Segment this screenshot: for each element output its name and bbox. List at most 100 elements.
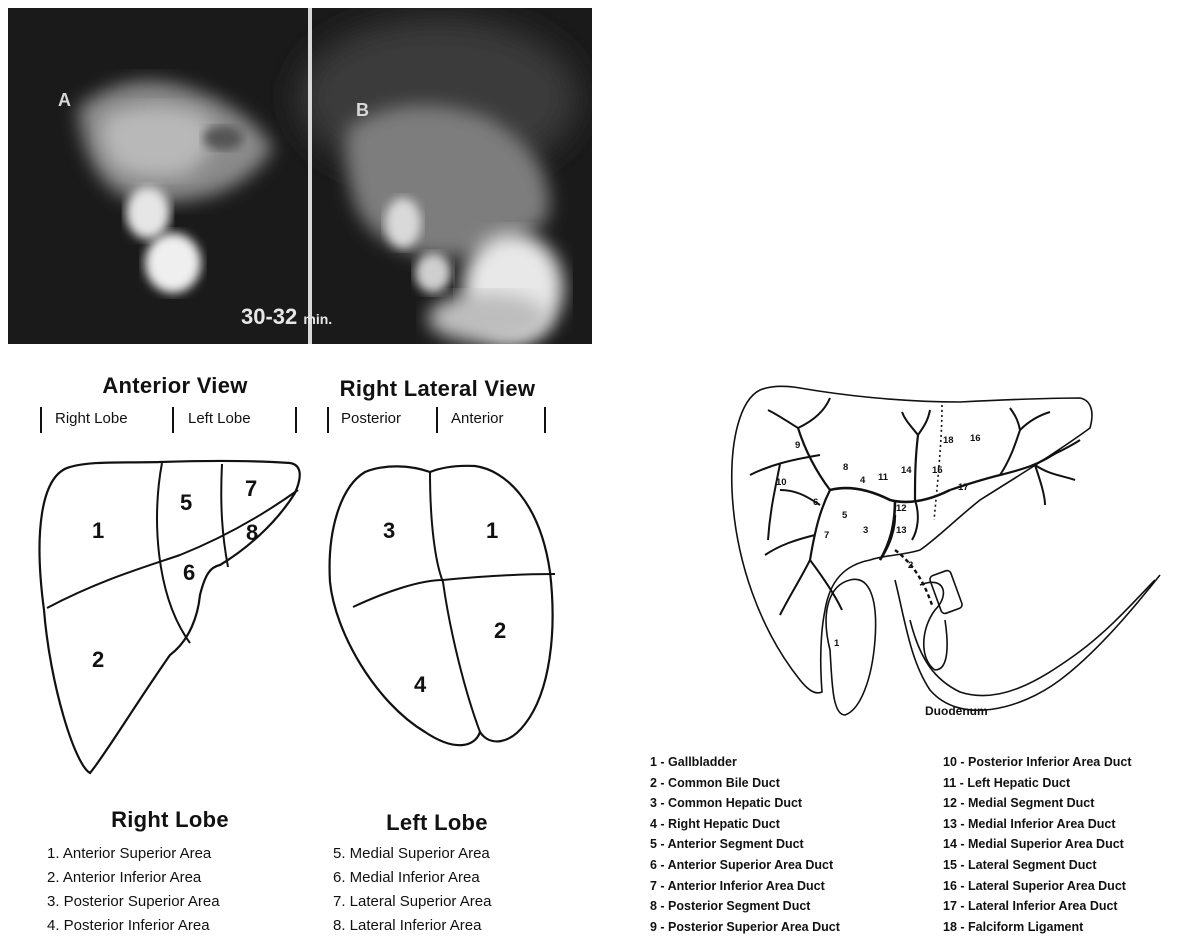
anterior-lobe-labels: Right Lobe Left Lobe [38, 407, 303, 435]
duct-number: 17 [958, 482, 969, 493]
duct-number: 7 [824, 530, 829, 541]
list-item: 3. Posterior Superior Area [47, 890, 220, 914]
time-unit: min. [303, 311, 332, 327]
duct-legend-col-1: 1 - Gallbladder 2 - Common Bile Duct 3 -… [650, 752, 840, 937]
list-item: 17 - Lateral Inferior Area Duct [943, 896, 1131, 917]
list-item: 13 - Medial Inferior Area Duct [943, 814, 1131, 835]
duodenum-label: Duodenum [925, 704, 988, 718]
scintigraphy-image: A B 30-32 min. [8, 8, 592, 344]
list-item: 14 - Medial Superior Area Duct [943, 834, 1131, 855]
duct-number: 8 [843, 462, 848, 473]
panel-b-label: B [356, 100, 369, 121]
list-item: 5. Medial Superior Area [333, 842, 491, 866]
right-lobe-list: 1. Anterior Superior Area 2. Anterior In… [47, 842, 220, 938]
lateral-outline [330, 466, 553, 745]
time-label: 30-32 min. [241, 304, 332, 330]
duct-branch [1010, 408, 1020, 430]
list-item: 1. Anterior Superior Area [47, 842, 220, 866]
lateral-view-title: Right Lateral View [325, 376, 550, 402]
region-7-label: 7 [245, 476, 257, 502]
duct-legend-col-2: 10 - Posterior Inferior Area Duct 11 - L… [943, 752, 1131, 937]
lateral-region-2-label: 2 [494, 618, 506, 644]
duct-branch [1020, 412, 1050, 430]
hepatic-duct-trunk [830, 488, 950, 502]
list-item: 7. Lateral Superior Area [333, 890, 491, 914]
left-lobe-list: 5. Medial Superior Area 6. Medial Inferi… [333, 842, 491, 938]
region-1-label: 1 [92, 518, 104, 544]
anterior-left-lobe-divider [221, 464, 228, 567]
list-item: 5 - Anterior Segment Duct [650, 834, 840, 855]
list-item: 4. Posterior Inferior Area [47, 914, 220, 938]
duct-number: 12 [896, 503, 907, 514]
panel-a-liver [78, 81, 273, 293]
lateral-vertical-divider [430, 472, 480, 732]
list-item: 12 - Medial Segment Duct [943, 793, 1131, 814]
duct-number: 11 [878, 472, 888, 483]
duct-branch [765, 535, 815, 555]
scan-blobs [8, 8, 592, 344]
common-bile-duct-distal [895, 550, 932, 605]
anterior-left-lobe-label: Left Lobe [188, 410, 251, 427]
region-6-label: 6 [183, 560, 195, 586]
anterior-liver-diagram [30, 455, 320, 790]
biliary-duct-diagram [720, 380, 1190, 730]
duct-number: 5 [842, 510, 847, 521]
duct-branch [912, 500, 918, 540]
lateral-posterior-label: Posterior [341, 410, 401, 427]
duct-branch [780, 560, 810, 615]
list-item: 15 - Lateral Segment Duct [943, 855, 1131, 876]
duct-number: 15 [932, 465, 943, 476]
duct-branch [902, 412, 918, 435]
anterior-right-lobe-label: Right Lobe [55, 410, 128, 427]
duct-branch [1035, 465, 1075, 480]
lateral-liver-diagram [325, 462, 565, 757]
duct-number: 16 [970, 433, 981, 444]
lateral-region-4-label: 4 [414, 672, 426, 698]
list-item: 16 - Lateral Superior Area Duct [943, 876, 1131, 897]
lateral-region-3-label: 3 [383, 518, 395, 544]
lateral-anterior-label: Anterior [451, 410, 504, 427]
duct-number: 4 [860, 475, 865, 486]
region-5-label: 5 [180, 490, 192, 516]
duct-number: 6 [813, 497, 818, 508]
list-item: 18 - Falciform Ligament [943, 917, 1131, 938]
duct-branch [798, 398, 830, 428]
list-item: 6 - Anterior Superior Area Duct [650, 855, 840, 876]
list-item: 6. Medial Inferior Area [333, 866, 491, 890]
list-item: 10 - Posterior Inferior Area Duct [943, 752, 1131, 773]
duct-number: 14 [901, 465, 912, 476]
common-hepatic-duct [880, 500, 895, 560]
anterior-outline [40, 461, 300, 773]
duct-branch [768, 410, 798, 428]
anterior-view-title: Anterior View [80, 373, 270, 399]
duct-number: 3 [863, 525, 868, 536]
duct-number: 13 [896, 525, 907, 536]
duct-branch [918, 410, 930, 435]
region-2-label: 2 [92, 647, 104, 673]
left-lobe-title: Left Lobe [342, 810, 532, 836]
duct-branch [768, 464, 780, 540]
anterior-transverse-line [47, 490, 298, 608]
duct-branch [1035, 440, 1080, 465]
lateral-superior-duct [1000, 430, 1020, 475]
list-item: 2. Anterior Inferior Area [47, 866, 220, 890]
list-item: 2 - Common Bile Duct [650, 773, 840, 794]
duct-number: 9 [795, 440, 800, 451]
lateral-horizontal-divider [353, 574, 555, 607]
duct-number: 1 [834, 638, 839, 649]
right-lobe-title: Right Lobe [70, 807, 270, 833]
medial-segment-duct [915, 435, 918, 500]
duct-number: 10 [776, 477, 787, 488]
panel-b-liver [298, 18, 578, 343]
list-item: 8 - Posterior Segment Duct [650, 896, 840, 917]
duct-number: 2 [908, 560, 913, 571]
list-item: 9 - Posterior Superior Area Duct [650, 917, 840, 938]
time-value: 30-32 [241, 304, 297, 329]
list-item: 8. Lateral Inferior Area [333, 914, 491, 938]
duct-number: 18 [943, 435, 954, 446]
panel-a-label: A [58, 90, 71, 111]
list-item: 7 - Anterior Inferior Area Duct [650, 876, 840, 897]
duodenum-segment [929, 569, 963, 614]
list-item: 1 - Gallbladder [650, 752, 840, 773]
list-item: 11 - Left Hepatic Duct [943, 773, 1131, 794]
